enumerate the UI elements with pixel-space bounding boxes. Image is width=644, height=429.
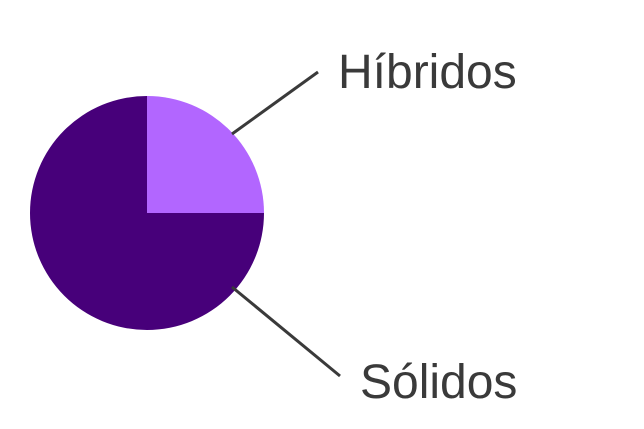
pie-slices	[30, 96, 264, 330]
pie-slice-hibridos	[147, 96, 264, 213]
slice-label-hibridos: Híbridos	[338, 46, 517, 99]
pie-slice-solidos	[30, 96, 264, 330]
leader-line-hibridos	[231, 70, 319, 136]
leader-lines	[231, 70, 341, 378]
slice-label-solidos: Sólidos	[360, 356, 517, 409]
leader-line-solidos	[231, 285, 341, 378]
